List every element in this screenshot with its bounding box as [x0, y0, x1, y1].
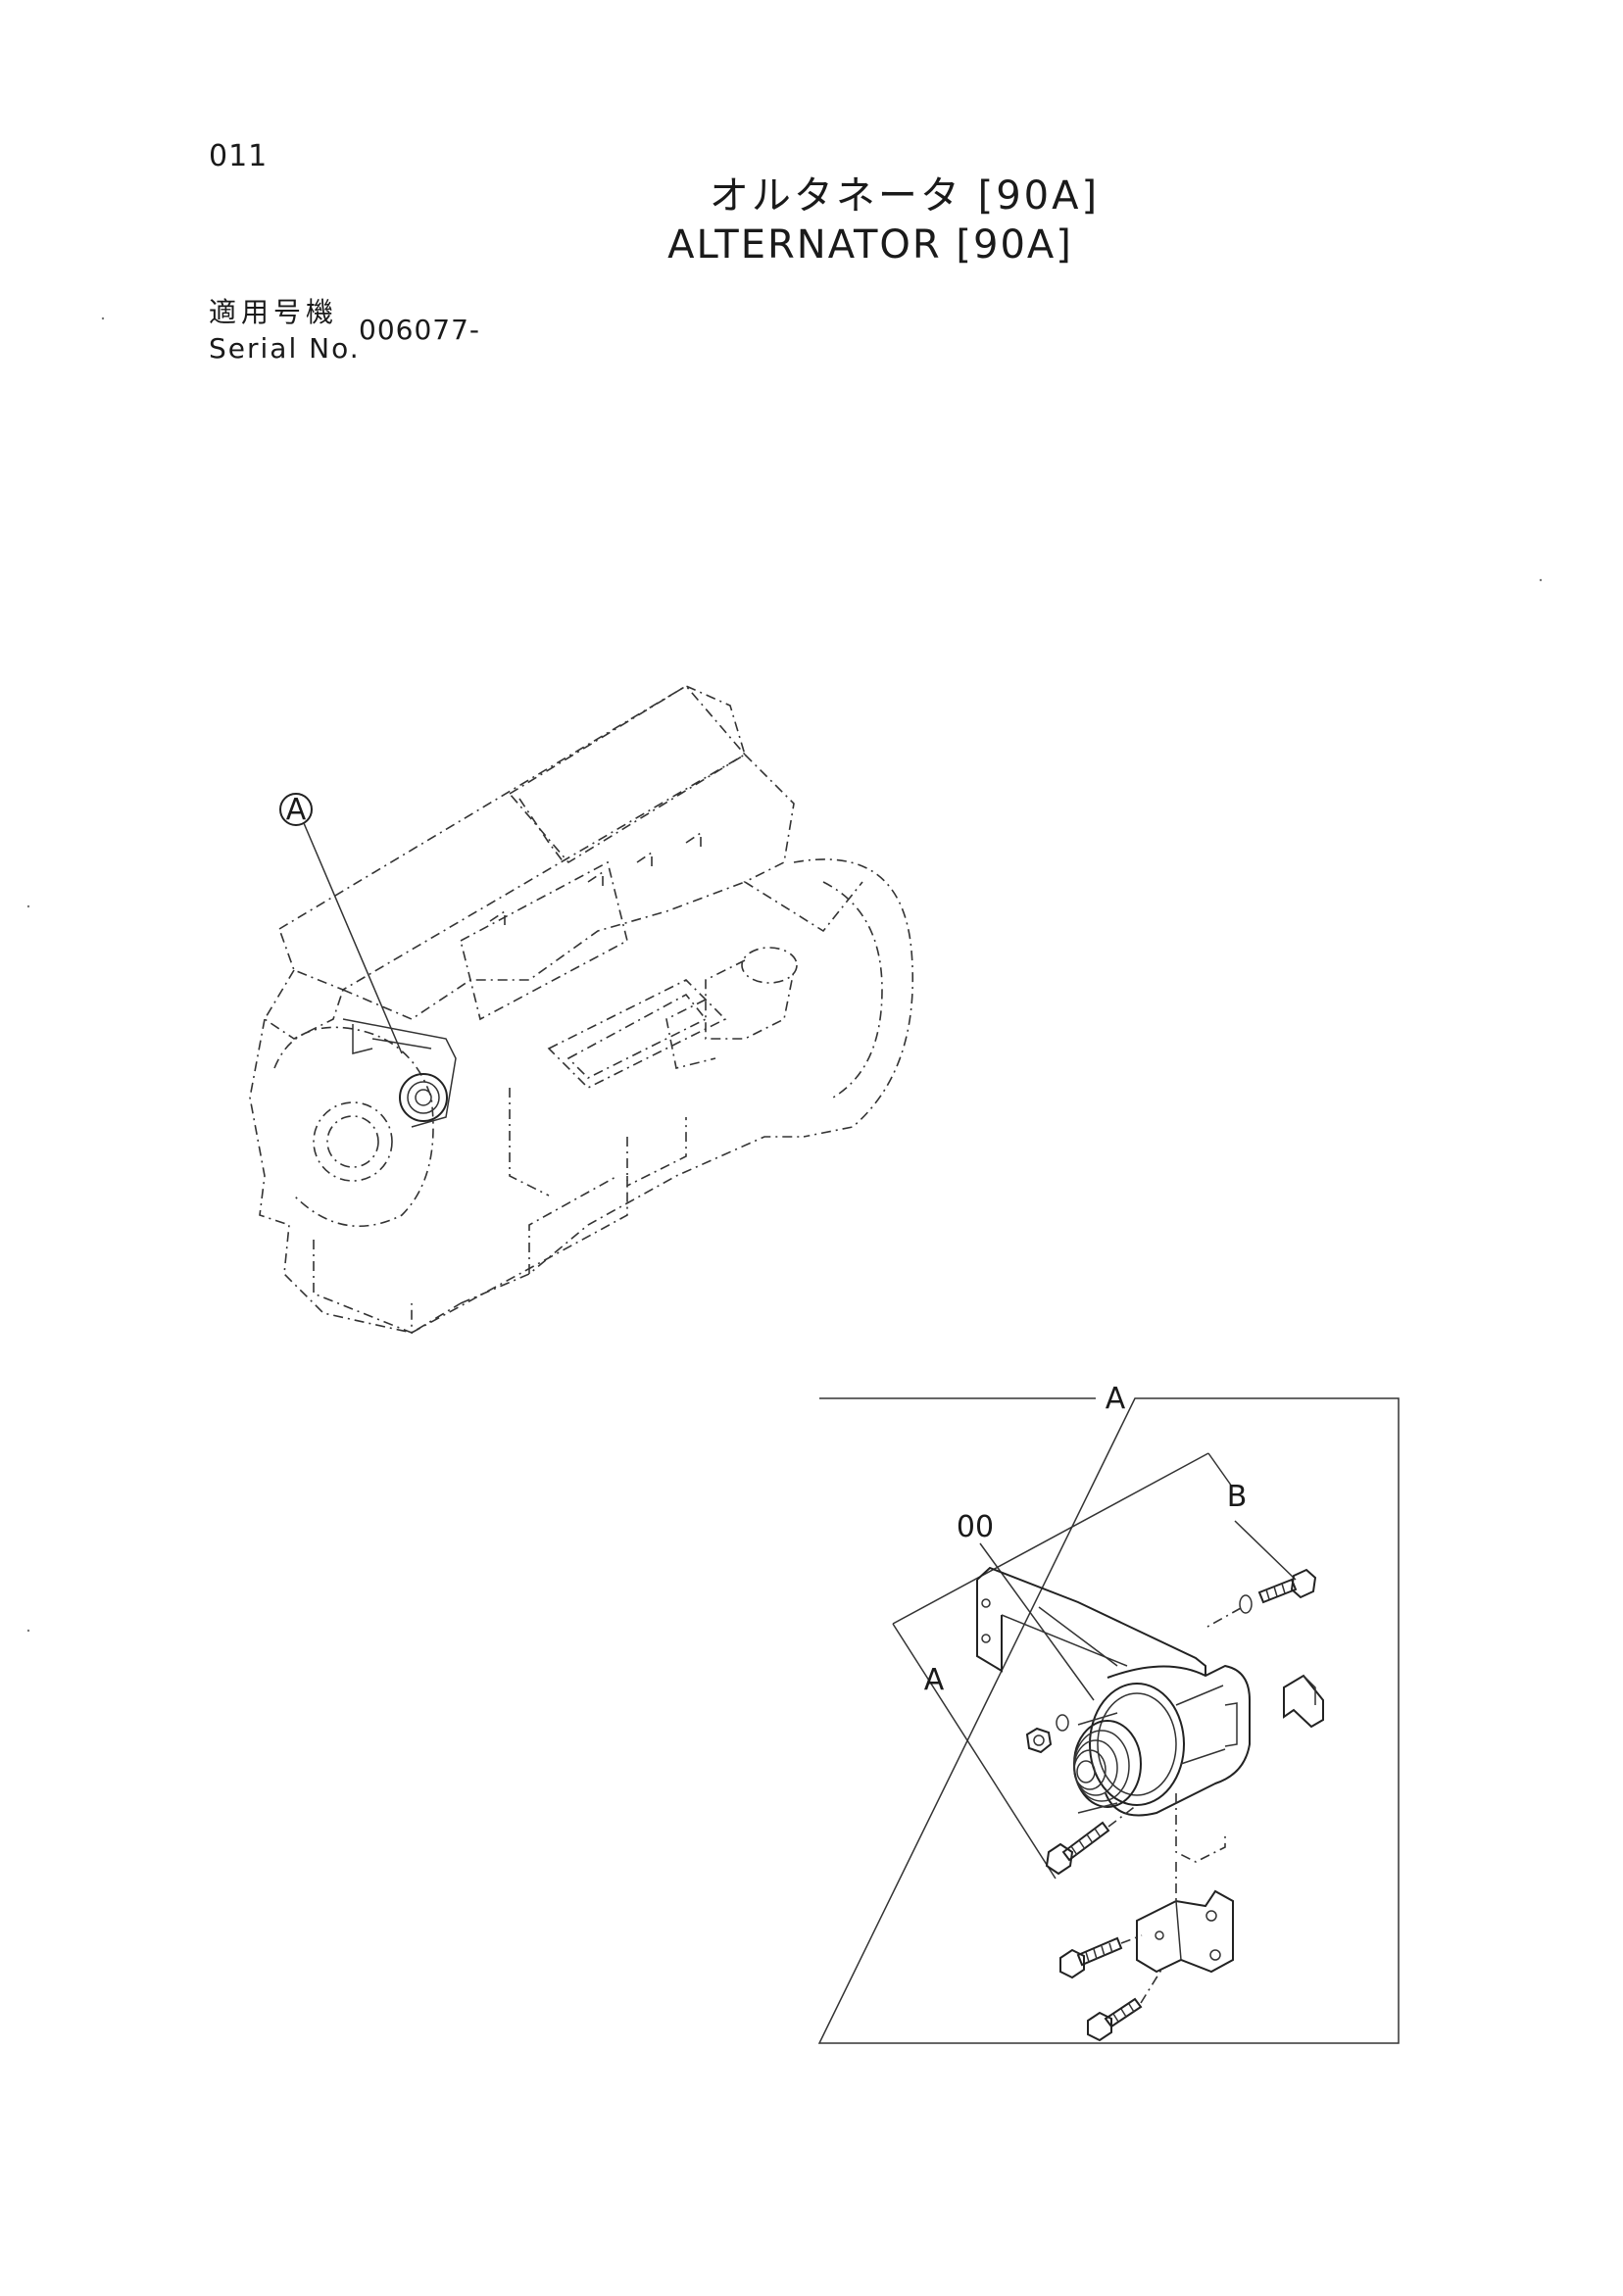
page-title: オルタネータ [90A] ALTERNATOR [90A] [0, 171, 1623, 269]
detail-frame-a: A [817, 1382, 1400, 2044]
callout-group-a: A [924, 1663, 945, 1697]
title-english: ALTERNATOR [90A] [667, 222, 1073, 268]
engine-callout-a-label: A [286, 793, 307, 827]
serial-number-value: 006077- [359, 314, 480, 346]
scan-speck [101, 317, 105, 320]
scan-speck [26, 904, 30, 908]
alternator-detail [892, 1452, 1324, 2042]
detail-frame-label: A [1106, 1382, 1126, 1416]
title-japanese: オルタネータ [90A] [709, 173, 1101, 219]
callout-group-b: B [1227, 1480, 1248, 1514]
engine-illustration [249, 684, 914, 1335]
serial-label-english: Serial No. [209, 332, 361, 365]
page-number: 011 [209, 139, 269, 173]
callout-part-00: 00 [957, 1510, 994, 1544]
serial-label: 適用号機 Serial No. [209, 291, 361, 365]
engine-callout-a: A [279, 793, 403, 1054]
scan-speck [26, 1629, 30, 1633]
scan-speck [1539, 578, 1543, 582]
serial-label-japanese: 適用号機 [209, 296, 339, 328]
